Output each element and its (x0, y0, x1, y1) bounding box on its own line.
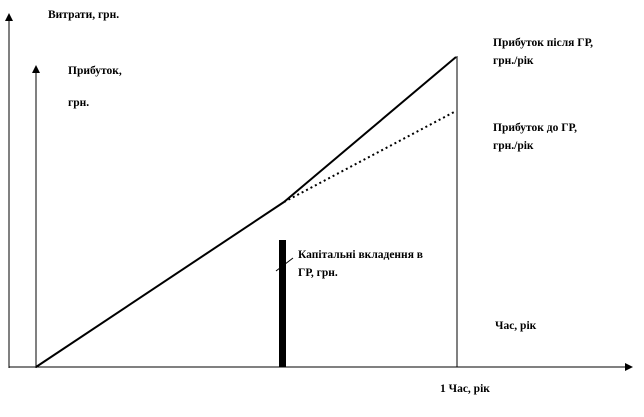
time-label-right: Час, рік (495, 320, 537, 332)
profit-after-label-line1: Прибуток після ГР, (493, 37, 593, 49)
profit-after-label-line2: грн./рік (493, 55, 534, 67)
y-axis-inner-label-line2: грн. (68, 97, 89, 109)
time-label-bottom: 1 Час, рік (440, 383, 490, 395)
y-axis-inner-label-line1: Прибуток, (68, 65, 122, 77)
profit-common-line (35, 201, 285, 368)
y-axis-outer-label: Витрати, грн. (48, 9, 119, 21)
profit-after-line (283, 56, 457, 203)
investment-leader-line (275, 257, 294, 272)
investment-label-line1: Капітальні вкладення в (298, 249, 423, 261)
investment-label-line2: ГР, грн. (298, 267, 338, 279)
profit-before-label-line2: грн./рік (493, 140, 534, 152)
investment-bar (279, 240, 286, 367)
profit-before-label-line1: Прибуток до ГР, (493, 122, 577, 134)
profit-before-line (283, 110, 457, 203)
